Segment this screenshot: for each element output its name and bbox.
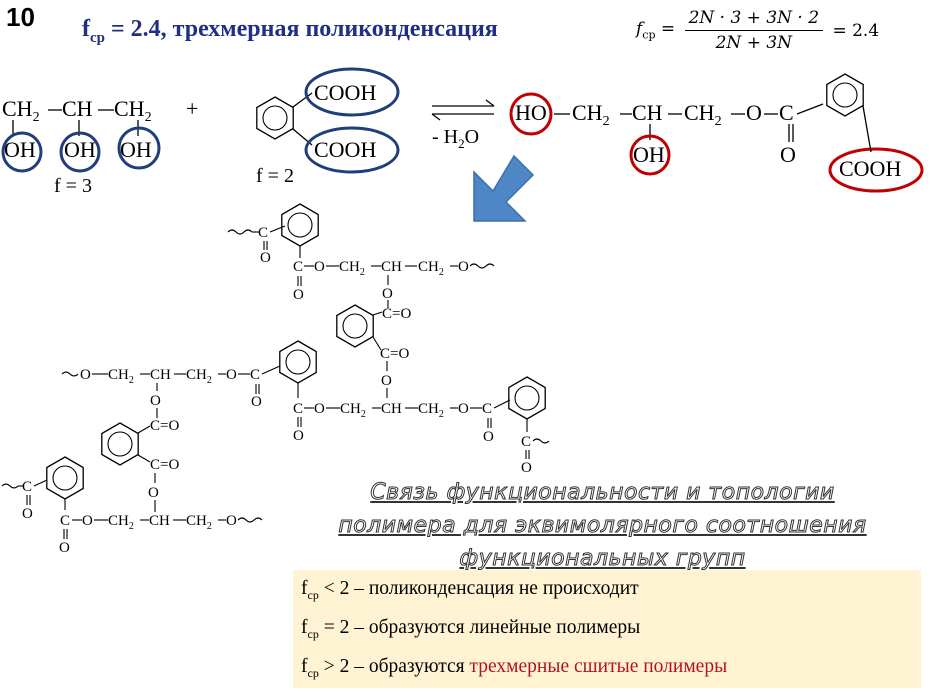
net-ch-2: CH xyxy=(150,367,171,383)
glycerol-ch: CH xyxy=(62,96,93,121)
rule-less-than-2: fср < 2 – поликонденсация не происходит xyxy=(301,578,639,602)
product-oh: OH xyxy=(633,142,665,167)
glycerol-ch2-right: CH2 xyxy=(114,96,152,125)
glycerol-functionality: f = 3 xyxy=(54,175,92,197)
glycerol-oh-circle-3 xyxy=(117,126,161,170)
product-carbonyl-o: O xyxy=(780,142,796,167)
crosslinked-highlight: трехмерные сшитые полимеры xyxy=(469,656,728,677)
glycerol-oh-1: OH xyxy=(4,137,36,162)
net-o-9: O xyxy=(251,394,262,410)
glycerol-oh-circle-1 xyxy=(1,131,43,173)
net-o-13: O xyxy=(483,429,494,445)
glycerol-oh-2: OH xyxy=(64,137,96,162)
net-c-8: C xyxy=(60,513,70,529)
net-o-5: O xyxy=(382,286,393,302)
product-carbonyl-c: C xyxy=(779,100,794,125)
caption-line-1: Связь функциональности и топологии xyxy=(370,480,835,506)
net-o-20: O xyxy=(226,513,237,529)
net-o-11: O xyxy=(314,401,325,417)
product-ch: CH xyxy=(632,100,663,125)
net-o-14: O xyxy=(521,460,532,476)
caption-line-3: функциональных групп xyxy=(459,546,746,572)
net-ch2-3: CH2 xyxy=(108,367,134,386)
product-ho-circle xyxy=(509,92,553,136)
formula-result: = 2.4 xyxy=(832,20,880,41)
net-ch2-5: CH2 xyxy=(340,401,366,420)
net-ch2-2: CH2 xyxy=(418,259,444,278)
net-o-17: O xyxy=(22,506,33,522)
product-ch2-1: CH2 xyxy=(572,100,610,129)
net-c-4: C xyxy=(293,401,303,417)
product-ester-o: O xyxy=(746,100,762,125)
net-ch-3: CH xyxy=(381,401,402,417)
net-co-2: C=O xyxy=(380,346,409,362)
phthalic-cooh-top: COOH xyxy=(314,80,376,105)
net-co-4: C=O xyxy=(150,457,179,473)
net-o-15: O xyxy=(150,393,161,409)
product-oh-circle xyxy=(629,134,671,176)
net-o-3: O xyxy=(314,259,325,275)
glycerol-molecule: CH2 CH CH2 OH OH OH f = 3 xyxy=(1,96,161,197)
net-o-8: O xyxy=(226,367,237,383)
net-c-5: C xyxy=(482,401,492,417)
net-o-6: O xyxy=(381,373,392,389)
equilibrium-arrows xyxy=(431,99,495,121)
formula-lhs: fср = xyxy=(636,19,676,42)
formula-denominator: 2N + 3N xyxy=(715,33,793,53)
net-o-18: O xyxy=(59,540,70,556)
formula-numerator: 2N · 3 + 3N · 2 xyxy=(684,8,824,31)
net-o-19: O xyxy=(82,513,93,529)
net-o-1: O xyxy=(260,250,271,266)
net-c-6: C xyxy=(521,434,531,450)
product-ch2-2: CH2 xyxy=(684,100,722,129)
topology-caption: Связь функциональности и топологии полим… xyxy=(290,476,915,575)
glycerol-ch2-left: CH2 xyxy=(2,96,40,125)
rule-greater-than-2: fср > 2 – образуются трехмерные сшитые п… xyxy=(301,656,728,680)
phthalic-cooh-circle-bottom xyxy=(304,126,400,174)
phthalic-cooh-circle-top xyxy=(304,67,400,117)
product-cooh: COOH xyxy=(839,156,901,181)
caption-line-2: полимера для эквимолярного соотношения xyxy=(338,513,867,539)
average-functionality-formula: fср = 2N · 3 + 3N · 2 2N + 3N = 2.4 xyxy=(636,8,879,53)
phthalic-functionality: f = 2 xyxy=(256,165,294,187)
net-ch2-7: CH2 xyxy=(108,513,134,532)
net-co-1: C=O xyxy=(382,306,411,322)
formula-fraction: 2N · 3 + 3N · 2 2N + 3N xyxy=(684,8,824,53)
net-o-7: O xyxy=(80,367,91,383)
rule-equal-2: fср = 2 – образуются линейные полимеры xyxy=(301,617,641,641)
plus-sign: + xyxy=(186,96,198,121)
net-ch-1: CH xyxy=(381,259,402,275)
net-ch2-1: CH2 xyxy=(339,259,365,278)
down-left-arrow xyxy=(473,154,535,222)
net-c-7: C xyxy=(22,479,32,495)
net-c-2: C xyxy=(293,259,303,275)
net-c-3: C xyxy=(250,367,260,383)
net-o-12: O xyxy=(458,401,469,417)
net-o-2: O xyxy=(293,287,304,303)
network-polymer: C O C O O CH2 CH CH2 O O C=O C=O O xyxy=(1,203,550,556)
slide-number: 10 xyxy=(6,2,35,32)
net-ch2-8: CH2 xyxy=(186,513,212,532)
net-ch-4: CH xyxy=(149,513,170,529)
product-cooh-circle xyxy=(828,147,924,193)
functionality-rules-box: fср < 2 – поликонденсация не происходит … xyxy=(293,570,921,688)
net-ch2-6: CH2 xyxy=(418,401,444,420)
product-ho: HO xyxy=(515,100,547,125)
net-o-4: O xyxy=(458,259,469,275)
net-ch2-4: CH2 xyxy=(186,367,212,386)
glycerol-oh-3: OH xyxy=(120,137,152,162)
product-molecule: HO CH2 CH CH2 O C O OH COOH xyxy=(509,92,924,193)
glycerol-oh-circle-2 xyxy=(59,131,101,173)
phthalic-acid-molecule: COOH COOH f = 2 xyxy=(256,67,400,187)
net-co-3: C=O xyxy=(150,418,179,434)
slide-title: fср = 2.4, трехмерная поликонденсация xyxy=(82,16,498,46)
phthalic-cooh-bottom: COOH xyxy=(314,137,376,162)
net-c-1: C xyxy=(258,225,268,241)
net-o-16: O xyxy=(148,485,159,501)
net-o-10: O xyxy=(293,428,304,444)
water-elimination: - H2O xyxy=(432,126,479,151)
